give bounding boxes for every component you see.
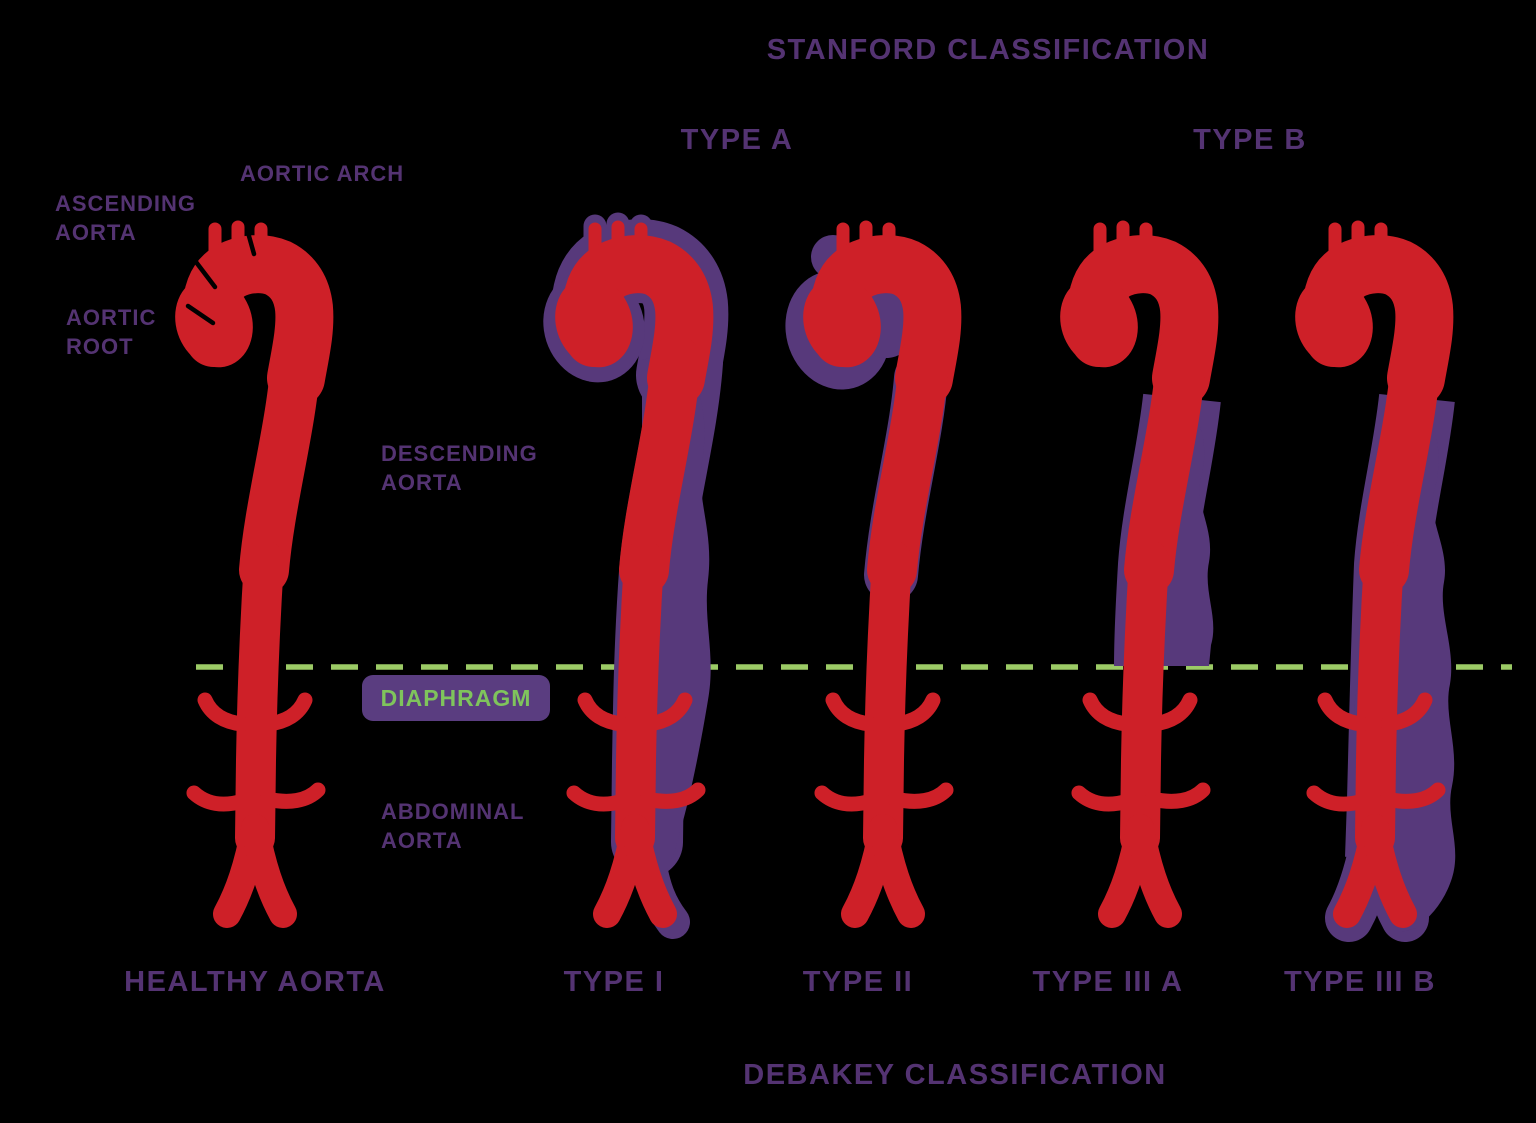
debakey-type-iiib-label: TYPE III B (1284, 966, 1436, 998)
stanford-classification-title: STANFORD CLASSIFICATION (766, 34, 1210, 66)
segment-divider-line (244, 226, 257, 257)
healthy-aorta-label: HEALTHY AORTA (124, 966, 386, 998)
debakey-type-i-label: TYPE I (563, 966, 665, 998)
abdominal-aorta-label: ABDOMINAL AORTA (381, 799, 525, 854)
stanford-type-b-label: TYPE B (1193, 124, 1307, 156)
segment-divider-line (185, 303, 216, 326)
ascending-aorta-label: ASCENDING AORTA (55, 191, 197, 246)
debakey-type-ii-label: TYPE II (802, 966, 914, 998)
diaphragm-badge: DIAPHRAGM (362, 675, 550, 721)
type-i-figure (529, 224, 711, 922)
debakey-type-iiia-label: TYPE III A (1032, 966, 1184, 998)
aortic-arch-label: AORTIC ARCH (240, 161, 405, 186)
stanford-type-a-label: TYPE A (680, 124, 794, 156)
diaphragm-badge-label: DIAPHRAGM (380, 684, 532, 711)
descending-aorta-label: DESCENDING AORTA (381, 441, 538, 496)
segment-divider-line (193, 259, 218, 290)
aortic-root-label: AORTIC ROOT (66, 305, 157, 360)
debakey-classification-title: DEBAKEY CLASSIFICATION (743, 1059, 1167, 1091)
type-ii-figure (772, 227, 946, 914)
type-iiia-figure (1049, 227, 1214, 914)
type-iiib-figure (1284, 227, 1456, 932)
healthy-aorta-figure (164, 227, 318, 914)
